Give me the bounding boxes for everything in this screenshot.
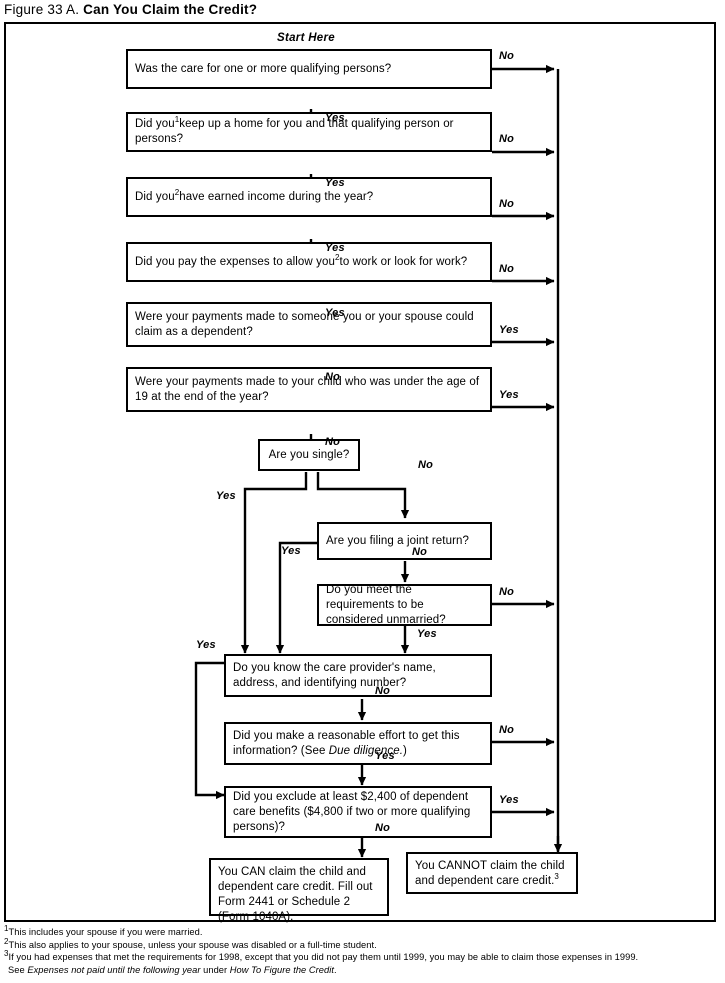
node-text-part: You CANNOT claim the child and dependent…: [415, 860, 565, 887]
edge-label-q1-yes: Yes: [325, 112, 345, 124]
node-question-expenses-to-work[interactable]: Did you pay the expenses to allow you2to…: [126, 242, 492, 282]
footnote-text-part: under: [200, 964, 230, 975]
edge-label-q10-no: No: [375, 685, 391, 697]
footnote-text: If you had expenses that met the require…: [8, 952, 639, 963]
node-question-are-you-single[interactable]: Are you single?: [258, 439, 360, 471]
node-text-part: ): [403, 744, 407, 757]
node-text-part: have earned income during the year?: [179, 190, 374, 203]
node-text: Did you1keep up a home for you and that …: [135, 115, 483, 147]
node-text: Do you know the care provider's name, ad…: [233, 661, 436, 689]
footnote-3-continued: See Expenses not paid until the followin…: [4, 964, 720, 977]
footnote-emphasis: How To Figure the Credit: [229, 964, 334, 975]
node-text-part: Did you make a reasonable effort to get …: [233, 729, 460, 757]
node-text: Was the care for one or more qualifying …: [135, 62, 392, 75]
footnote-emphasis: Expenses not paid until the following ye…: [27, 964, 201, 975]
footnote-ref-3: 3: [554, 872, 559, 882]
footnote-text-part: .: [334, 964, 337, 975]
node-text-part: keep up a home for you and that qualifyi…: [135, 118, 454, 145]
edge-label-q6-no: No: [325, 436, 341, 448]
node-text: You CANNOT claim the child and dependent…: [415, 859, 569, 889]
node-question-considered-unmarried[interactable]: Do you meet the requirements to be consi…: [317, 584, 492, 626]
footnote-marker-3: 3: [4, 949, 9, 959]
edge-label-q9-no: No: [499, 586, 515, 598]
node-text: Did you2have earned income during the ye…: [135, 187, 483, 205]
start-here-label: Start Here: [277, 32, 335, 44]
edge-label-q11-yes: Yes: [375, 750, 395, 762]
footnote-ref-1: 1: [174, 115, 180, 125]
node-question-keep-up-home[interactable]: Did you1keep up a home for you and that …: [126, 112, 492, 152]
edge-label-q3-yes: Yes: [325, 242, 345, 254]
node-text: Are you filing a joint return?: [326, 534, 469, 547]
edge-label-q2-no: No: [499, 133, 515, 145]
node-question-exclude-benefits[interactable]: Did you exclude at least $2,400 of depen…: [224, 786, 492, 838]
node-text: You CAN claim the child and dependent ca…: [218, 866, 373, 923]
edge-label-q4-no: No: [499, 263, 515, 275]
edge-label-q4-yes: Yes: [325, 307, 345, 319]
edge-label-q1-no: No: [499, 50, 515, 62]
footnotes: 1This includes your spouse if you were m…: [4, 923, 720, 977]
footnote-marker-2: 2: [4, 936, 9, 946]
node-text-part: Did you pay the expenses to allow you: [135, 255, 335, 268]
node-question-reasonable-effort[interactable]: Did you make a reasonable effort to get …: [224, 722, 492, 765]
edge-label-q12-no: No: [375, 822, 391, 834]
node-text: Do you meet the requirements to be consi…: [326, 583, 446, 626]
footnote-3: 3If you had expenses that met the requir…: [4, 949, 720, 964]
node-text-part: Did you: [135, 190, 175, 203]
footnote-ref-2: 2: [334, 252, 340, 262]
node-question-joint-return[interactable]: Are you filing a joint return?: [317, 522, 492, 560]
node-text: Were your payments made to someone you o…: [135, 310, 474, 338]
footnote-2: 2This also applies to your spouse, unles…: [4, 936, 720, 952]
footnote-1: 1This includes your spouse if you were m…: [4, 923, 720, 939]
node-text: Did you pay the expenses to allow you2to…: [135, 252, 483, 270]
node-result-can-claim[interactable]: You CAN claim the child and dependent ca…: [209, 858, 389, 923]
figure-number: Figure 33 A.: [4, 2, 80, 17]
edge-label-q5-yes: Yes: [499, 324, 519, 336]
node-text-part: to work or look for work?: [339, 255, 468, 268]
node-text: Are you single?: [268, 448, 350, 461]
node-text: Did you exclude at least $2,400 of depen…: [233, 790, 471, 833]
edge-label-q7-yes: Yes: [216, 490, 236, 502]
edge-label-q9-yes: Yes: [417, 628, 437, 640]
node-question-earned-income[interactable]: Did you2have earned income during the ye…: [126, 177, 492, 217]
node-question-payments-to-child[interactable]: Were your payments made to your child wh…: [126, 367, 492, 412]
edge-label-q8-yes: Yes: [281, 545, 301, 557]
node-text: Did you make a reasonable effort to get …: [233, 729, 483, 759]
footnote-text-part: See: [8, 964, 28, 975]
edge-label-q8-no: No: [412, 546, 428, 558]
edge-label-q10-yes: Yes: [196, 639, 216, 651]
footnote-marker-1: 1: [4, 923, 9, 933]
edge-label-q12-yes: Yes: [499, 794, 519, 806]
edge-label-q11-no: No: [499, 724, 515, 736]
node-question-know-care-provider[interactable]: Do you know the care provider's name, ad…: [224, 654, 492, 697]
footnote-text: This includes your spouse if you were ma…: [8, 927, 203, 937]
edge-label-q6-yes: Yes: [499, 389, 519, 401]
node-text: Were your payments made to your child wh…: [135, 375, 480, 403]
edge-label-q7-no: No: [418, 459, 434, 471]
node-result-cannot-claim[interactable]: You CANNOT claim the child and dependent…: [406, 852, 578, 894]
edge-label-q3-no: No: [499, 198, 515, 210]
node-question-payments-to-dependent[interactable]: Were your payments made to someone you o…: [126, 302, 492, 347]
footnote-text: This also applies to your spouse, unless…: [8, 939, 377, 950]
figure-title: Figure 33 A. Can You Claim the Credit?: [4, 2, 257, 17]
node-text-part: Did you: [135, 118, 175, 130]
edge-label-q5-no: No: [325, 371, 341, 383]
node-text-emphasis: Due diligence.: [328, 744, 404, 757]
node-question-qualifying-persons[interactable]: Was the care for one or more qualifying …: [126, 49, 492, 89]
footnote-ref-2: 2: [174, 187, 180, 197]
edge-label-q2-yes: Yes: [325, 177, 345, 189]
flowchart-frame: Start Here Was the care for one or more …: [4, 22, 716, 923]
figure-name: Can You Claim the Credit?: [83, 2, 258, 17]
